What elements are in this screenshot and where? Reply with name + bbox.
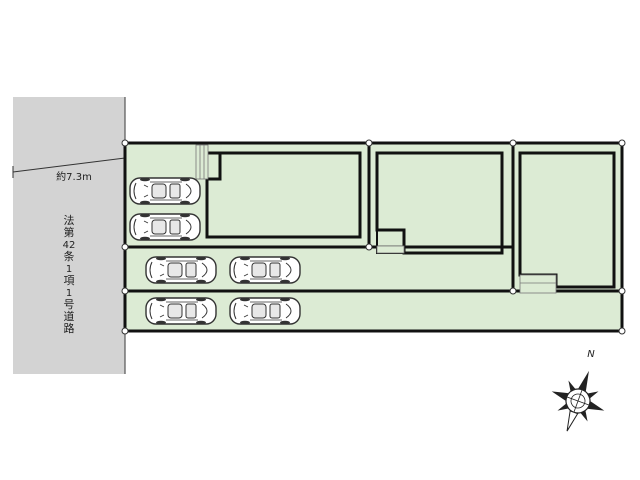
building-3 <box>518 151 616 294</box>
road-name: 法 第 42 条 1 項 1 号 道 路 <box>63 213 76 335</box>
road-name-char: 1 <box>66 288 72 299</box>
car-icon <box>229 297 301 325</box>
car-icon <box>229 256 301 284</box>
road-name-char: 42 <box>63 240 76 251</box>
road-name-char: 号 <box>64 298 75 311</box>
road-name-char: 法 <box>64 213 75 227</box>
road-width-dimension: 約7.3m <box>12 152 126 183</box>
road-name-char: 1 <box>66 264 72 275</box>
road-name-char: 条 <box>64 249 75 263</box>
lot-3 <box>511 141 624 293</box>
building-2 <box>375 151 504 255</box>
compass-north-label: N <box>587 349 595 360</box>
road-name-char: 第 <box>64 225 75 239</box>
car-icon <box>129 176 201 206</box>
road-area <box>13 97 125 374</box>
compass-icon <box>551 370 605 432</box>
building-1 <box>195 144 362 239</box>
road-name-char: 路 <box>64 322 75 335</box>
lot-2 <box>367 141 515 249</box>
road-name-char: 道 <box>64 309 75 323</box>
car-icon <box>145 297 217 325</box>
road-name-char: 項 <box>64 274 75 287</box>
boundary-markers <box>121 139 626 335</box>
car-icon <box>145 256 217 284</box>
road-width-label: 約7.3m <box>56 170 92 183</box>
car-icon <box>129 212 201 242</box>
